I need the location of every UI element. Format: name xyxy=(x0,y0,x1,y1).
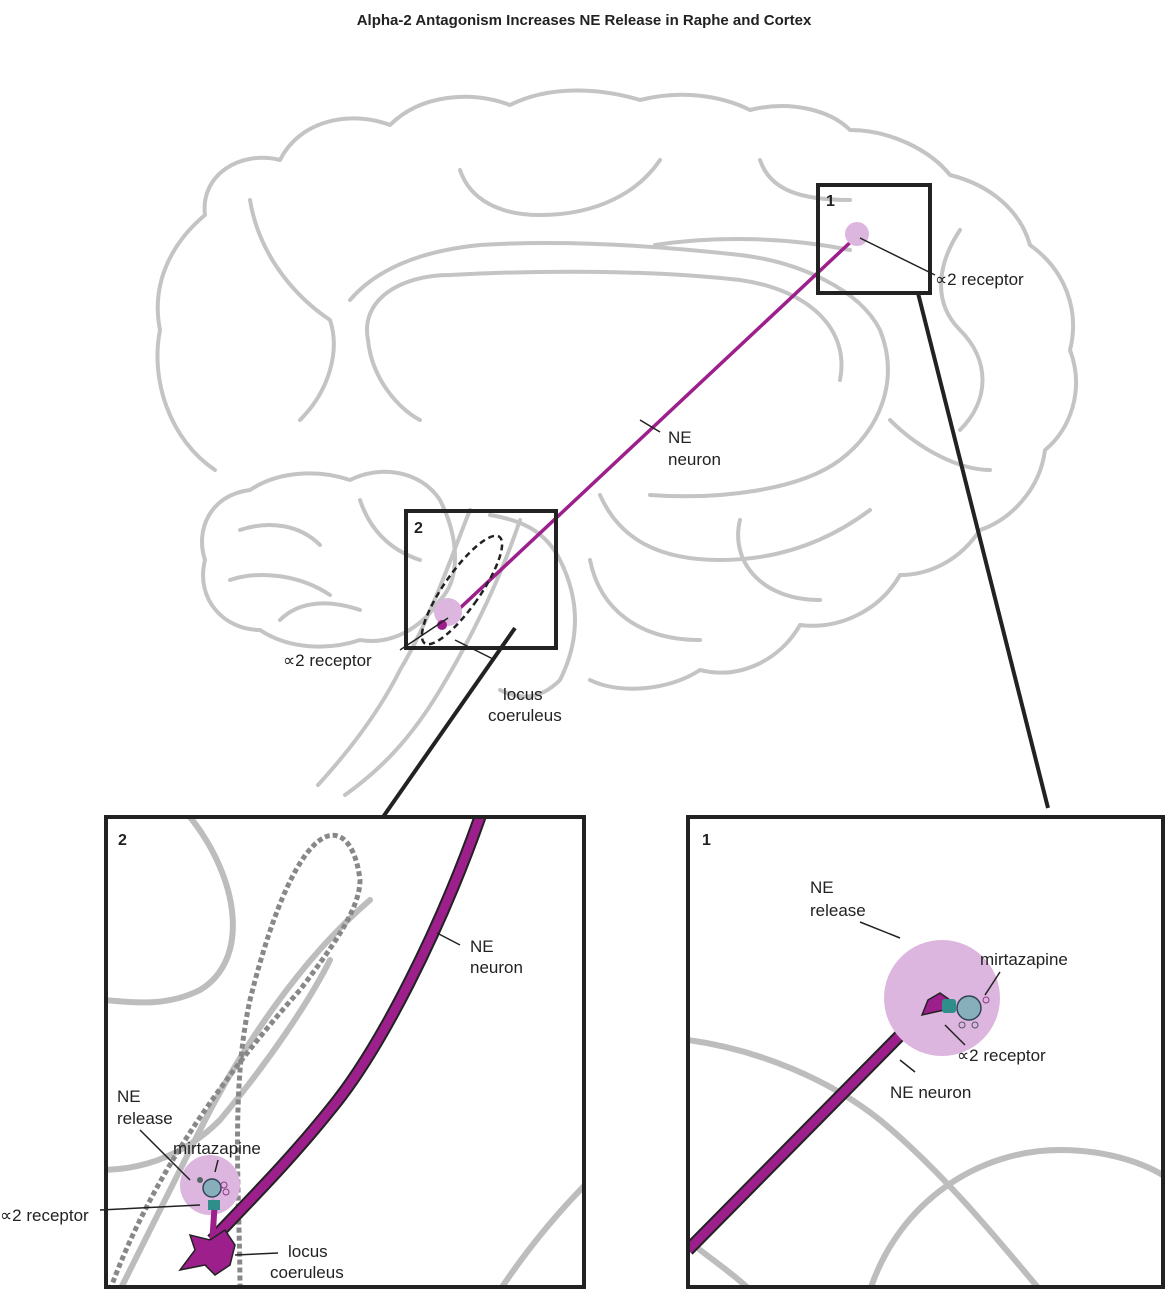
inset-1-cortex: 1 NE release mirtazapine ∝2 receptor NE … xyxy=(686,815,1165,1289)
lc-receptor-label: ∝2 receptor xyxy=(283,651,372,670)
locus-coeruleus-outline xyxy=(420,534,504,646)
brain-sagittal-outline xyxy=(155,88,1078,797)
box-2-label: 2 xyxy=(414,520,423,537)
inset2-ne-neuron-2: neuron xyxy=(470,958,523,977)
inset2-lc-1: locus xyxy=(288,1242,328,1261)
inset1-receptor: ∝2 receptor xyxy=(957,1046,1046,1065)
box-1-cortex xyxy=(816,183,932,295)
inset-2-label: 2 xyxy=(118,832,127,849)
connector-line-2 xyxy=(381,626,517,819)
cortex-receptor-label: ∝2 receptor xyxy=(935,270,1024,289)
lc-label-1: locus xyxy=(503,685,543,704)
inset1-ne-release-2: release xyxy=(810,901,866,920)
inset1-ne-neuron: NE neuron xyxy=(890,1083,971,1102)
lc-cell-body xyxy=(437,620,447,630)
inset1-ne-release-1: NE xyxy=(810,878,834,897)
inset-1-label: 1 xyxy=(702,832,711,849)
inset2-mirtazapine: mirtazapine xyxy=(173,1139,261,1158)
inset2-ne-release-2: release xyxy=(117,1109,173,1128)
inset2-receptor: ∝2 receptor xyxy=(0,1206,89,1225)
box-1-label: 1 xyxy=(826,193,835,210)
box-2-locus-coeruleus xyxy=(404,509,558,650)
inset2-ne-neuron-1: NE xyxy=(470,937,494,956)
diagram-title: Alpha-2 Antagonism Increases NE Release … xyxy=(357,12,812,29)
ne-neuron-label-2: neuron xyxy=(668,450,721,469)
lc-label-2: coeruleus xyxy=(488,706,562,725)
ne-neuron-label-1: NE xyxy=(668,428,692,447)
inset1-mirtazapine: mirtazapine xyxy=(980,950,1068,969)
inset-2-locus-coeruleus: 2 NE neuron NE release mirtazapine ∝2 re… xyxy=(0,815,586,1289)
connector-line-1 xyxy=(916,292,1050,809)
lc-ne-release-halo xyxy=(434,598,462,626)
inset2-lc-2: coeruleus xyxy=(270,1263,344,1282)
inset2-ne-release-1: NE xyxy=(117,1087,141,1106)
ne-neuron-axon xyxy=(440,234,859,627)
cortex-ne-release-halo xyxy=(845,222,869,246)
